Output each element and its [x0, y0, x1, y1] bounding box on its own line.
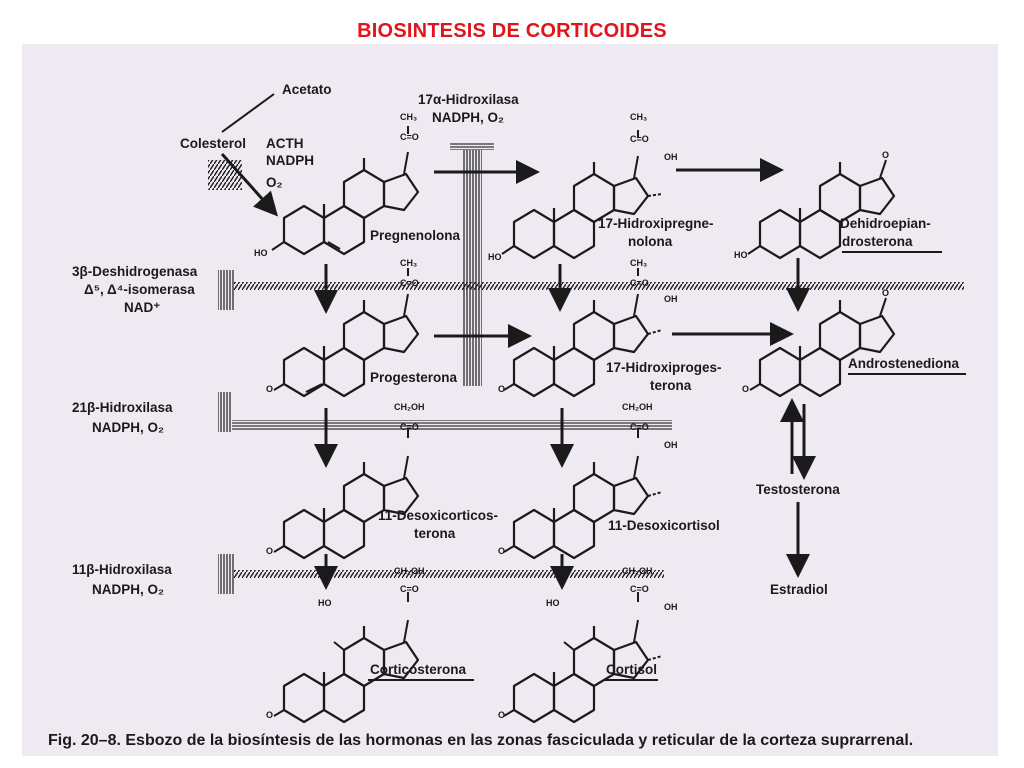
enzyme-3b-cofactor: NAD⁺ — [124, 300, 160, 315]
17hprog-ch3: CH₃ — [630, 258, 647, 268]
acth-label: ACTH — [266, 136, 304, 151]
enzyme-11b-cofactor: NADPH, O₂ — [92, 582, 164, 597]
17-hidroxiprogesterona-label-2: terona — [650, 378, 692, 393]
pregnenolona-label: Pregnenolona — [370, 228, 461, 243]
barrier-21b-hidroxilasa — [218, 392, 672, 432]
corticosterona-ch2oh: CH₂OH — [394, 566, 425, 576]
enzyme-3b-isomerase: Δ⁵, Δ⁴-isomerasa — [84, 282, 195, 297]
11-desoxicortisol-label: 11-Desoxicortisol — [608, 518, 720, 533]
dhea-o: O — [882, 150, 889, 160]
cortisol-ho: HO — [546, 598, 560, 608]
progesterona-ch3: CH₃ — [400, 258, 417, 268]
17hprog-o: O — [498, 384, 505, 394]
11doc-co: C=O — [630, 422, 649, 432]
corticosterona-structure — [273, 592, 420, 724]
acetato-colesterol-group — [208, 93, 279, 217]
acetato-label: Acetato — [282, 82, 332, 97]
progesterona-co: C=O — [400, 278, 419, 288]
11-desoxicorticosterona-structure — [273, 428, 420, 560]
o2-label: O₂ — [266, 175, 283, 190]
enzyme-3b-name: 3β-Deshidrogenasa — [72, 264, 198, 279]
17-hidroxipregnenolona-label-1: 17-Hidroxipregne- — [598, 216, 714, 231]
figure-scan: Acetato Colesterol ACTH NADPH O₂ 17α-Hid… — [22, 44, 998, 756]
andro-o-top: O — [882, 288, 889, 298]
11-desoxicortisol-structure — [503, 428, 663, 560]
17-hidroxiprogesterona-label-1: 17-Hidroxiproges- — [606, 360, 722, 375]
barrier-17a-hidroxilasa — [450, 142, 494, 386]
enzyme-21b-cofactor: NADPH, O₂ — [92, 420, 164, 435]
colesterol-label: Colesterol — [180, 136, 246, 151]
17hprog-co: C=O — [630, 278, 649, 288]
doc-co: C=O — [400, 422, 419, 432]
doc-o: O — [266, 546, 273, 556]
pregnenolona-structure — [271, 126, 420, 256]
enzyme-17a-cofactor: NADPH, O₂ — [432, 110, 504, 125]
corticosterona-label: Corticosterona — [370, 662, 467, 677]
cortisol-ch2oh: CH₂OH — [622, 566, 653, 576]
nadph-label: NADPH — [266, 153, 314, 168]
cortisol-label: Cortisol — [606, 662, 657, 677]
figure-caption: Fig. 20–8. Esbozo de la biosíntesis de l… — [48, 732, 914, 749]
barrier-3b-deshidrogenasa — [218, 270, 964, 310]
dhea-label-1: Dehidroepian- — [840, 216, 931, 231]
androstenediona-structure — [749, 297, 896, 398]
17hp-ch3: CH₃ — [630, 112, 647, 122]
enzyme-11b-name: 11β-Hidroxilasa — [72, 562, 172, 577]
17-hidroxipregnenolona-structure — [501, 130, 663, 260]
17hp-co: C=O — [630, 134, 649, 144]
17hp-ho: HO — [488, 252, 502, 262]
pregnenolona-ho: HO — [254, 248, 268, 258]
enzyme-17a-name: 17α-Hidroxilasa — [418, 92, 519, 107]
corticosterona-o: O — [266, 710, 273, 720]
cortisol-oh: OH — [664, 602, 678, 612]
barrier-11b-hidroxilasa — [218, 554, 664, 594]
17hp-oh: OH — [664, 152, 678, 162]
pathway-diagram: Acetato Colesterol ACTH NADPH O₂ 17α-Hid… — [72, 82, 966, 724]
17-hidroxiprogesterona-structure — [503, 268, 663, 398]
corticosterona-co: C=O — [400, 584, 419, 594]
enzyme-21b-name: 21β-Hidroxilasa — [72, 400, 173, 415]
cortisol-structure — [503, 592, 663, 724]
11-desoxicorticosterona-label-1: 11-Desoxicorticos- — [378, 508, 498, 523]
17-hidroxipregnenolona-label-2: nolona — [628, 234, 673, 249]
testosterona-label: Testosterona — [756, 482, 840, 497]
doc-ch2oh: CH₂OH — [394, 402, 425, 412]
11-desoxicorticosterona-label-2: terona — [414, 526, 456, 541]
pregnenolona-co: C=O — [400, 132, 419, 142]
11doc-oh: OH — [664, 440, 678, 450]
progesterona-structure — [273, 268, 420, 398]
dehidroepiandrosterona-structure — [747, 159, 896, 260]
progesterona-label: Progesterona — [370, 370, 458, 385]
dhea-label-2: drosterona — [842, 234, 913, 249]
cortisol-o: O — [498, 710, 505, 720]
dhea-ho: HO — [734, 250, 748, 260]
pregnenolona-ch3: CH₃ — [400, 112, 417, 122]
11doc-ch2oh: CH₂OH — [622, 402, 653, 412]
11doc-o: O — [498, 546, 505, 556]
cortisol-co: C=O — [630, 584, 649, 594]
progesterona-o: O — [266, 384, 273, 394]
17hprog-oh: OH — [664, 294, 678, 304]
andro-o-bottom: O — [742, 384, 749, 394]
androstenediona-label: Androstenediona — [848, 356, 959, 371]
corticosterona-ho: HO — [318, 598, 332, 608]
page-title: BIOSINTESIS DE CORTICOIDES — [357, 20, 667, 42]
estradiol-label: Estradiol — [770, 582, 828, 597]
